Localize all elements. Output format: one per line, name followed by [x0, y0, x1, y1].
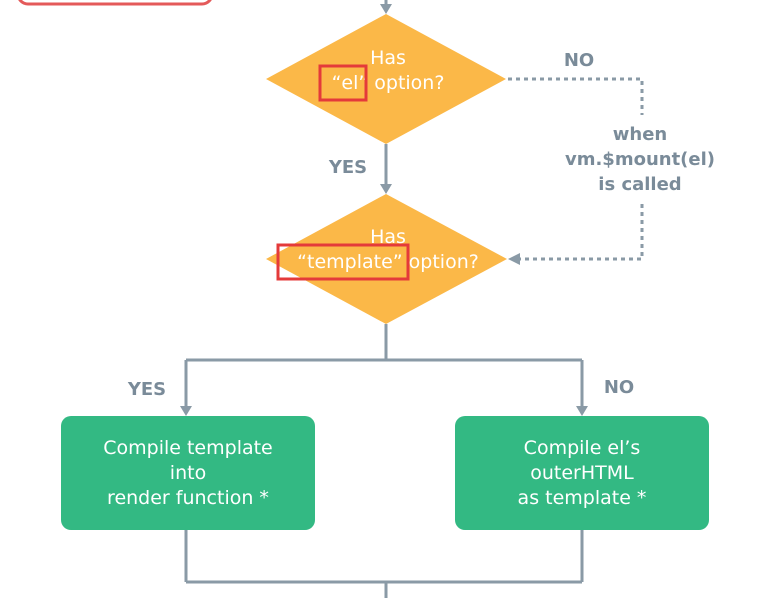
arrow-head-top: [380, 4, 392, 14]
arrow-head-left-branch: [180, 406, 192, 416]
no-label-right: NO: [604, 377, 634, 398]
template-quote-text: “template”: [297, 251, 402, 273]
arrow-head-no-left: [508, 253, 520, 265]
template-highlight-box: [276, 243, 410, 281]
decision-template-line2: “template” option?: [297, 251, 479, 273]
compile-outerhtml-box: [455, 416, 709, 530]
compile-outerhtml-line2: outerHTML: [530, 462, 634, 484]
no-dotted-path: [508, 77, 644, 115]
arrow-head-right-branch: [576, 406, 588, 416]
no-dotted-path-lower: [520, 204, 644, 261]
el-highlight-box: [318, 64, 368, 102]
compile-template-line2: into: [170, 462, 206, 484]
decision-el-line2: “el” option?: [332, 72, 445, 94]
compile-template-box: [61, 416, 315, 530]
yes-label-left: YES: [127, 379, 166, 400]
when-label-line2: vm.$mount(el): [565, 149, 715, 170]
compile-outerhtml-line1: Compile el’s: [524, 437, 641, 459]
el-quote-text: “el”: [332, 72, 369, 94]
when-label-line1: when: [613, 124, 667, 145]
arrow-head-yes-middle: [380, 184, 392, 194]
compile-template-line3: render function *: [107, 487, 269, 509]
decision-el-diamond: [266, 14, 506, 144]
template-option-text: option?: [403, 251, 479, 273]
yes-label-middle: YES: [328, 157, 367, 178]
previous-step-box: [18, 0, 212, 6]
decision-el-line1: Has: [370, 47, 406, 69]
decision-template-line1: Has: [370, 226, 406, 248]
no-label-top: NO: [564, 50, 594, 71]
decision-template-diamond: [266, 194, 507, 324]
compile-outerhtml-line3: as template *: [518, 487, 647, 509]
when-label-line3: is called: [598, 174, 681, 195]
el-option-text: option?: [368, 72, 444, 94]
compile-template-line1: Compile template: [103, 437, 273, 459]
